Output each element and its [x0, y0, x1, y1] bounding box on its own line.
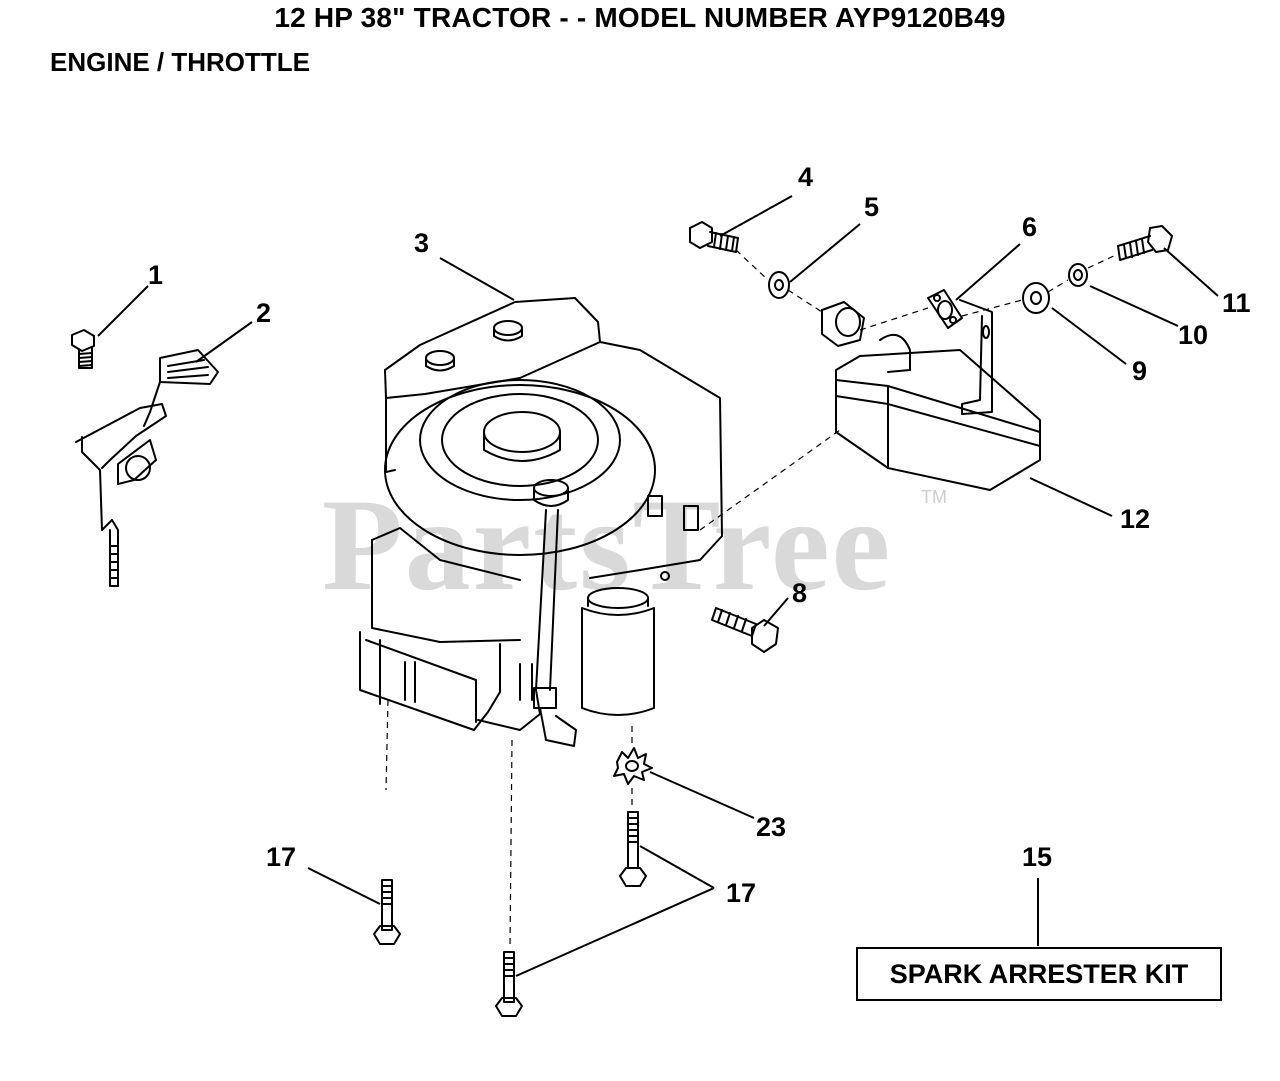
callout-9: 9 — [1132, 356, 1147, 386]
section-title: ENGINE / THROTTLE — [50, 47, 310, 77]
part-5-washer — [768, 271, 790, 299]
oil-filter — [581, 587, 655, 716]
part-2-throttle-control — [75, 349, 219, 587]
callout-2: 2 — [256, 298, 271, 328]
callout-17-left: 17 — [266, 842, 296, 872]
callout-numbers: 1 2 3 4 5 6 8 9 10 11 12 15 17 17 23 — [148, 162, 1251, 908]
part-6-gasket — [927, 289, 963, 329]
callout-23: 23 — [756, 812, 786, 842]
callout-15: 15 — [1022, 842, 1052, 872]
callout-11: 11 — [1222, 288, 1251, 318]
page-title: 12 HP 38" TRACTOR - - MODEL NUMBER AYP91… — [274, 2, 1006, 33]
watermark: PartsTree — [322, 471, 893, 618]
part-23-star-washer — [613, 747, 653, 785]
part-3-engine — [359, 297, 723, 731]
callout-10: 10 — [1178, 320, 1208, 350]
part-9-washer — [1022, 282, 1050, 314]
part-17-bolt-c — [495, 951, 523, 1017]
alignment-lines — [385, 249, 1119, 947]
callout-12: 12 — [1120, 504, 1150, 534]
callout-1: 1 — [148, 260, 163, 290]
callout-8: 8 — [792, 578, 807, 608]
callout-17-right: 17 — [726, 878, 756, 908]
part-10-lock-washer — [1068, 263, 1088, 287]
part-1-screw — [71, 329, 95, 369]
part-17-bolt-b — [619, 811, 647, 887]
callout-3: 3 — [414, 228, 429, 258]
dipstick-tube — [533, 479, 577, 747]
part-4-bolt — [689, 221, 739, 253]
callout-6: 6 — [1022, 212, 1037, 242]
watermark-trademark: TM — [921, 487, 947, 507]
callout-4: 4 — [798, 162, 813, 192]
part-8-bolt — [711, 607, 779, 653]
callout-5: 5 — [864, 192, 879, 222]
leader-lines — [97, 195, 1219, 977]
part-17-bolt-a — [373, 879, 401, 945]
part-11-bolt — [1117, 225, 1173, 261]
part-12-muffler — [821, 299, 1041, 491]
spark-arrester-kit-label: SPARK ARRESTER KIT — [856, 947, 1222, 1001]
